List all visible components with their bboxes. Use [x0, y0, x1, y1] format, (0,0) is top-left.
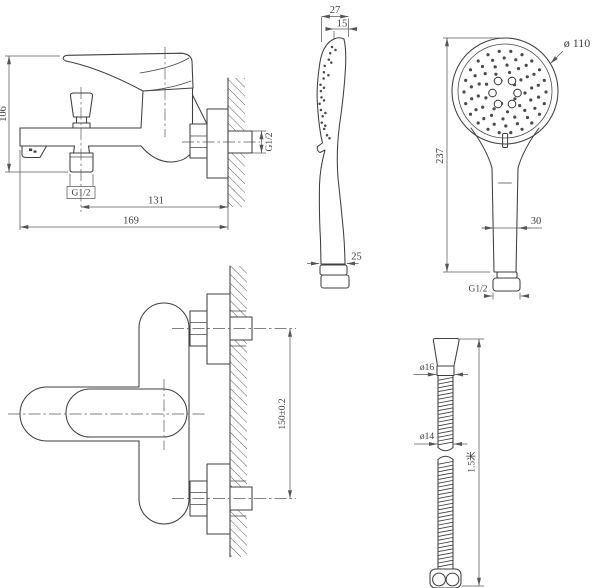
handle-left-edge [470, 127, 495, 273]
body-vertical-capsule [138, 302, 190, 525]
dim-wall-thread: G1/2 [265, 132, 275, 151]
fitting-hole [445, 572, 460, 587]
head-top-edge [333, 37, 345, 40]
dim-handle-bottom-width: 25 [351, 252, 362, 263]
dim-head-depth: 27 [330, 5, 341, 16]
dim-handle-width: 30 [531, 216, 542, 227]
body-shoulder-edge [191, 94, 208, 125]
spout-outlet [69, 152, 94, 173]
mixer-plan-view: 150±0.2 [8, 265, 296, 558]
head-outer-circle [451, 37, 559, 145]
hose-break [437, 455, 454, 461]
dim-spout-to-wall: 131 [148, 196, 164, 207]
diameter-leader-line [550, 50, 564, 64]
sprayface-inner-circle [457, 43, 553, 139]
spray-face-dots [318, 45, 337, 140]
fitting-hole [432, 572, 446, 587]
clip-mark [29, 148, 33, 152]
diverter-knob [69, 92, 94, 118]
lever-end-edge [142, 80, 192, 92]
dim-hose-length: 1.5米 [466, 451, 478, 473]
connector-nut [492, 277, 521, 292]
hose-break [437, 446, 454, 452]
connector-ring [319, 264, 348, 276]
handle-capsule [65, 388, 188, 438]
dim-overall-length: 237 [435, 148, 446, 164]
diverter-stem [75, 116, 88, 124]
dim-connector-thread: G1/2 [469, 285, 488, 295]
lever-inner-edge [139, 57, 190, 74]
dim-hose-diameter: ø14 [420, 432, 435, 442]
mode-slider-button [502, 132, 509, 149]
hose-cone-nut [432, 337, 460, 367]
connector-ring [496, 271, 518, 279]
spray-ring-hole [513, 88, 522, 98]
handshower-side-view: 27 15 25 [307, 5, 362, 289]
connector-nut [320, 274, 350, 289]
handle-right-edge [515, 127, 540, 273]
hose-view: ø16 ø14 1.5米 [413, 337, 484, 588]
wall-hatching [230, 266, 247, 557]
wall-escutcheon [206, 463, 231, 535]
dim-overall-length: 169 [123, 216, 139, 227]
mounting-nut [189, 123, 208, 159]
dim-cone-diameter: ø16 [420, 363, 435, 373]
lever-handle-outline [62, 52, 194, 92]
hose-collar [436, 365, 455, 377]
clip-mark [33, 150, 37, 153]
dim-mixer-height: 106 [0, 106, 9, 122]
spray-ring-hole [493, 76, 503, 86]
dim-inlet-spacing: 150±0.2 [278, 398, 288, 430]
mixer-side-view: 106 G1/2 131 169 G1/2 [0, 47, 275, 230]
dim-head-diameter: ø 110 [564, 36, 591, 50]
diverter-collar [72, 122, 91, 129]
wall-escutcheon [206, 108, 229, 179]
hose-coil-ribs [438, 377, 453, 568]
wall-escutcheon [206, 293, 231, 365]
handshower-front-view: 237 30 ø 110 G1/2 [435, 36, 590, 300]
dim-head-top-width: 15 [337, 19, 348, 30]
handle-front-edge [336, 38, 347, 265]
sprayface-back-edge [316, 38, 335, 265]
spout-neck-right [87, 145, 91, 154]
spray-ring-hole [493, 99, 503, 109]
spray-nozzle-dots [462, 49, 548, 135]
spout-neck-left [72, 145, 76, 154]
deck-end-step [21, 145, 48, 159]
spray-ring-hole [488, 88, 497, 98]
body-bottom-edge [140, 145, 192, 163]
spray-ring-hole [507, 76, 517, 86]
body-column-left [140, 90, 144, 129]
spray-ring-hole [507, 99, 517, 109]
